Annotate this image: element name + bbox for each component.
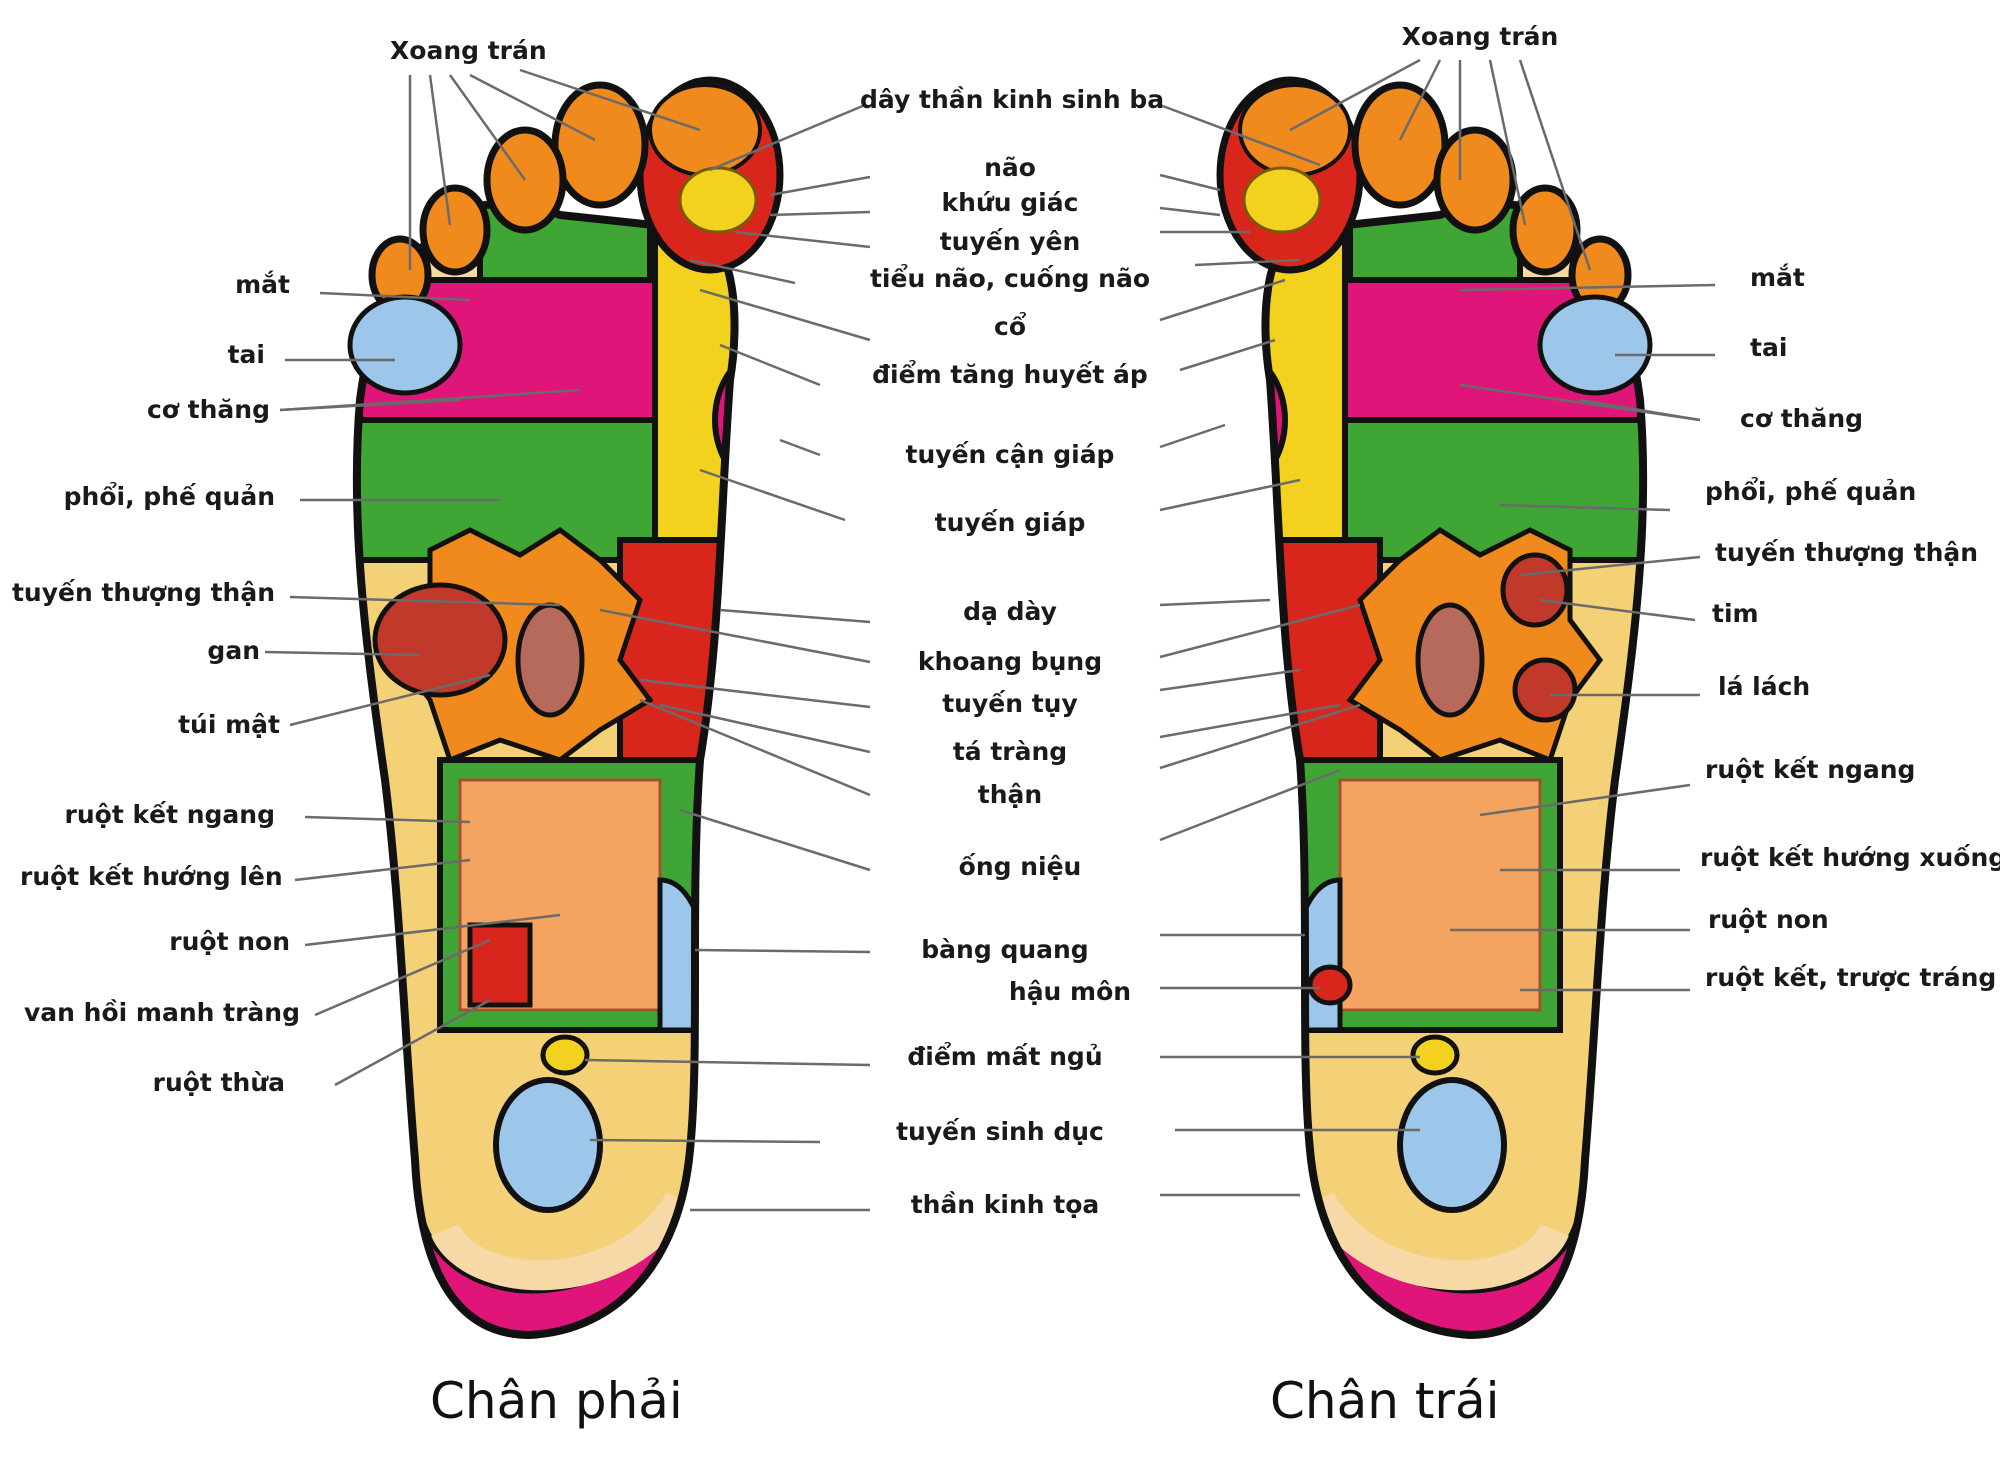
label-right-tuyen-thuong-than: tuyến thượng thận [11,578,275,607]
label-right-co-thang: cơ thăng [146,395,270,424]
label-ong-nieu: ống niệu [958,852,1082,881]
leader-lines [264,58,1716,1212]
label-co: cổ [994,312,1026,341]
right-foot [347,76,784,1340]
label-left-xoang-tran: Xoang trán [1401,22,1559,51]
right-toe-4 [419,184,491,276]
left-stomach-region [1265,537,1383,783]
label-right-ruot-ket-ngang: ruột kết ngang [64,800,275,829]
left-pink-parathyroid [1265,347,1288,493]
left-green-lung [1337,417,1644,563]
left-foot [1216,76,1653,1340]
right-stomach-region [617,537,735,783]
label-khuu-giac: khứu giác [941,188,1079,217]
right-big-toe-tip [648,83,762,177]
right-toe-2 [551,81,649,209]
left-toe-3 [1433,126,1517,234]
label-tuyen-can-giap: tuyến cận giáp [905,440,1115,469]
label-khoang-bung: khoang bụng [917,647,1103,676]
right-gonad-circle [493,1077,603,1213]
label-right-ruot-thua: ruột thừa [152,1068,285,1097]
left-big-toe-tip [1238,83,1352,177]
left-ear-zone [1537,294,1653,396]
label-nao: não [984,153,1036,182]
left-kidney [1415,602,1485,718]
label-tuyen-tuy: tuyến tụy [942,689,1078,718]
label-right-tai: tai [227,340,265,369]
label-right-gan: gan [207,636,260,665]
left-spleen [1512,657,1578,723]
label-hau-mon: hậu môn [1008,977,1132,1006]
label-diem-tang-huyet-ap: điểm tăng huyết áp [872,360,1148,389]
label-bang-quang: bàng quang [921,935,1089,964]
left-toe-2 [1351,81,1449,209]
label-diem-mat-ngu: điểm mất ngủ [907,1042,1103,1071]
label-than: thận [977,780,1043,809]
label-right-ruot-non: ruột non [169,927,290,956]
label-left-ruot-ket-huong-xuong: ruột kết hướng xuống [1700,843,2000,872]
left-gonad-circle [1397,1077,1507,1213]
right-liver [372,582,508,698]
right-green-lung [356,417,663,563]
label-da-day: dạ dày [963,597,1057,626]
label-right-tui-mat: túi mật [178,710,280,739]
label-left-mat: mắt [1750,263,1805,292]
caption-right-foot: Chân phải [430,1372,683,1430]
label-left-tim: tim [1712,599,1759,628]
label-ta-trang: tá tràng [952,737,1068,766]
label-left-ruot-ket-truc-trang: ruột kết, trược tráng [1705,963,1997,992]
left-anus [1307,964,1353,1006]
label-than-kinh-toa: thần kinh tọa [910,1190,1100,1219]
label-left-tai: tai [1750,333,1788,362]
right-appendix [467,922,533,1008]
left-intestines [1338,778,1542,1012]
label-left-ruot-non: ruột non [1708,905,1829,934]
right-kidney [515,602,585,718]
label-tuyen-yen: tuyến yên [939,227,1081,256]
left-insomnia-point [1410,1034,1460,1076]
label-tuyen-sinh-duc: tuyến sinh dục [896,1117,1104,1146]
right-pink-parathyroid [712,347,735,493]
label-right-xoang-tran: Xoang trán [390,36,547,65]
label-left-co-thang: cơ thăng [1740,404,1864,433]
label-day-than-kinh: dây thần kinh sinh ba [860,85,1165,114]
label-right-phoi: phổi, phế quản [63,482,275,511]
left-brain [1242,166,1322,234]
label-left-la-lach: lá lách [1718,672,1811,701]
caption-left-foot: Chân trái [1270,1372,1500,1430]
left-bladder [1289,877,1343,1033]
right-brain [678,166,758,234]
label-right-van-hoi-manh-trang: van hồi manh tràng [24,998,300,1027]
label-right-mat: mắt [235,270,290,299]
label-left-phoi: phổi, phế quản [1705,477,1917,506]
right-insomnia-point [540,1034,590,1076]
label-right-ruot-ket-huong-len: ruột kết hướng lên [20,862,283,891]
right-bladder [657,877,711,1033]
left-heart [1500,552,1570,628]
label-left-ruot-ket-ngang: ruột kết ngang [1705,755,1916,784]
label-tuyen-giap: tuyến giáp [934,508,1086,537]
label-left-tuyen-thuong-than: tuyến thượng thận [1715,538,1979,567]
label-tieu-nao: tiểu não, cuống não [869,264,1151,293]
right-ear-zone [347,294,463,396]
